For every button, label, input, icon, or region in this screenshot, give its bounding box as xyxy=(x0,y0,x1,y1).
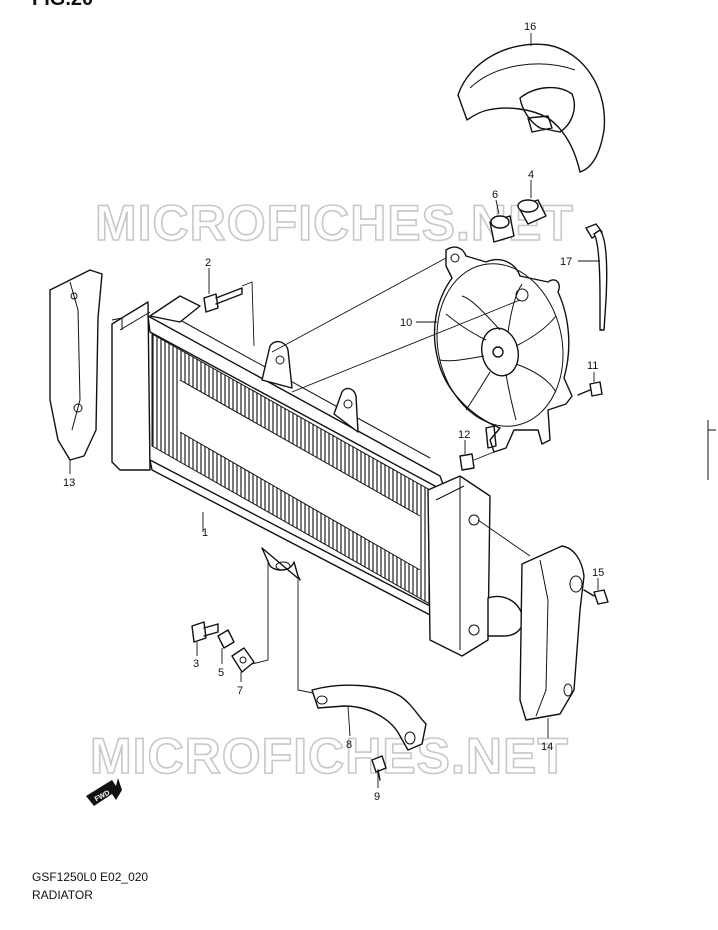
callout-15: 15 xyxy=(592,567,604,579)
watermark-bottom: MICROFICHES.NET xyxy=(90,728,569,784)
bolt-11 xyxy=(577,372,603,397)
callout-14: 14 xyxy=(541,741,553,753)
fan-cover-part xyxy=(457,33,606,173)
left-side-cover xyxy=(49,269,103,474)
right-side-cover xyxy=(519,545,585,738)
collar-5 xyxy=(217,629,235,664)
bolt-15 xyxy=(583,578,609,605)
model-code: GSF1250L0 E02_020 xyxy=(32,870,149,884)
callout-5: 5 xyxy=(218,667,224,679)
callout-13: 13 xyxy=(63,477,75,489)
callout-10: 10 xyxy=(400,317,412,329)
bolt-9 xyxy=(371,755,387,788)
callout-16: 16 xyxy=(524,21,536,33)
figure-label: FIG.20 xyxy=(32,0,93,11)
callout-6: 6 xyxy=(492,189,498,201)
section-title: RADIATOR xyxy=(32,888,93,902)
callout-3: 3 xyxy=(193,658,199,670)
callout-4: 4 xyxy=(528,169,534,181)
callout-7: 7 xyxy=(237,685,243,697)
bolt-3 xyxy=(191,621,219,656)
cooling-fan-part xyxy=(416,246,573,453)
nut-12 xyxy=(459,440,495,471)
bushing-part xyxy=(517,180,547,225)
bolt-2 xyxy=(203,268,255,347)
grommet-part xyxy=(489,199,515,243)
callout-9: 9 xyxy=(374,791,380,803)
callout-11: 11 xyxy=(587,360,598,372)
grommet-7 xyxy=(231,647,255,682)
band-part xyxy=(578,223,608,331)
callout-8: 8 xyxy=(346,739,352,751)
radiator-core xyxy=(111,295,524,657)
lower-bracket xyxy=(311,684,427,751)
callout-17: 17 xyxy=(560,256,572,268)
callout-2: 2 xyxy=(205,257,211,269)
callout-1: 1 xyxy=(202,527,208,539)
callout-12: 12 xyxy=(458,429,470,441)
